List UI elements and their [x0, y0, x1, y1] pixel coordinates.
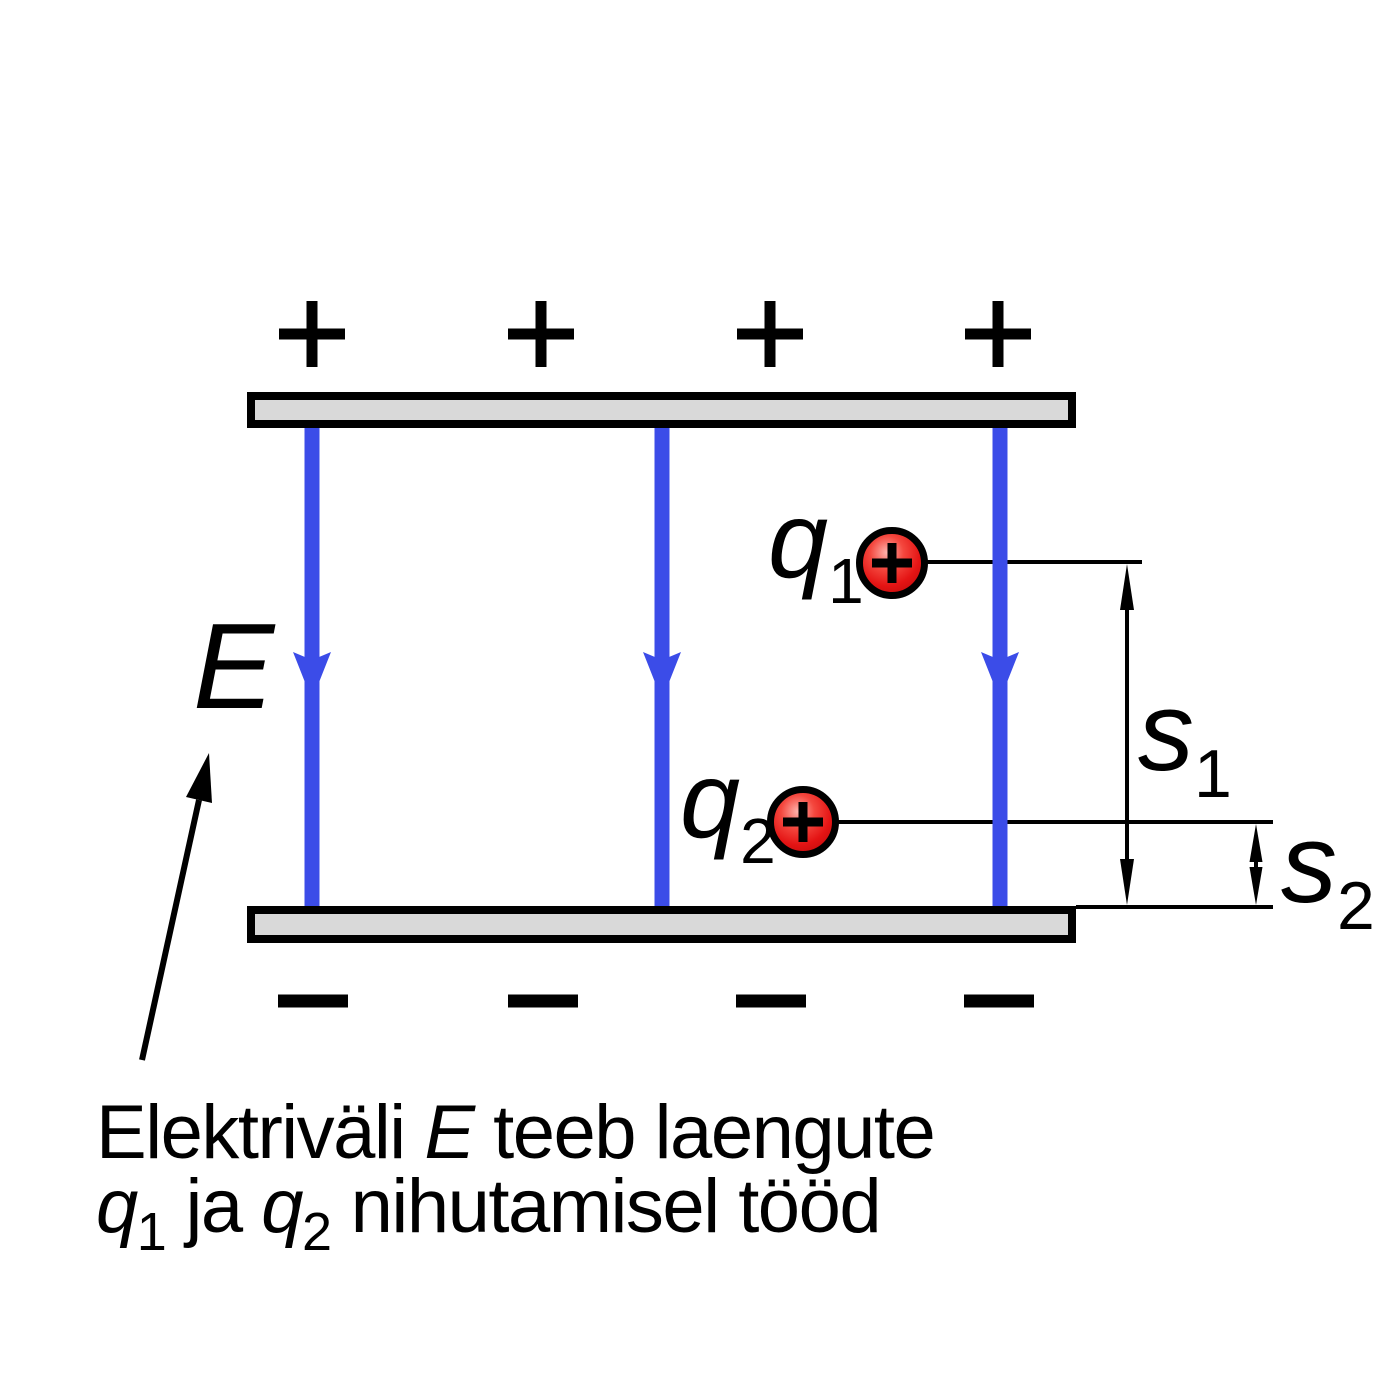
caption-text: teeb laengute	[474, 1090, 935, 1175]
distance2-label: s2	[1281, 801, 1375, 944]
charge-q2	[767, 786, 839, 858]
charge-plus-icon	[872, 543, 912, 583]
s1-dimension	[1120, 564, 1134, 905]
bottom-plate	[247, 906, 1076, 943]
field-arrowhead-icon	[643, 652, 681, 700]
caption-text: nihutamisel tööd	[331, 1164, 880, 1249]
distance2-label-main: s	[1281, 801, 1337, 926]
charge2-label: q2	[680, 739, 776, 877]
s2-dimension	[1249, 824, 1263, 905]
caption-q1-sub: 1	[137, 1202, 166, 1262]
charge-plus-icon	[783, 802, 823, 842]
charge2-label-main: q	[680, 739, 740, 860]
field-label: E	[193, 598, 276, 734]
distance1-label-sub: 1	[1194, 736, 1232, 812]
charge-q1	[856, 527, 928, 599]
plus-sign-icon	[965, 301, 1031, 367]
field-line	[293, 428, 331, 906]
distance1-label-main: s	[1138, 669, 1194, 794]
field-line	[981, 428, 1019, 906]
caption-q1-italic: q	[96, 1164, 138, 1249]
caption-text: ja	[166, 1164, 261, 1249]
field-line	[643, 428, 681, 906]
charge2-label-sub: 2	[740, 805, 776, 877]
top-plate	[247, 392, 1076, 428]
caption-e-italic: E	[424, 1090, 476, 1175]
charge1-label-sub: 1	[828, 545, 864, 617]
dimension-arrow-icon	[1249, 824, 1263, 862]
distance2-label-sub: 2	[1337, 868, 1375, 944]
caption-line-2: q1 ja q2 nihutamisel tööd	[96, 1164, 880, 1262]
plus-sign-icon	[508, 301, 574, 367]
field-arrowhead-icon	[981, 652, 1019, 700]
pointer-shaft	[139, 799, 202, 1061]
caption-q2-italic: q	[261, 1164, 303, 1249]
field-arrowhead-icon	[293, 652, 331, 700]
caption-q2-sub: 2	[302, 1202, 331, 1262]
field-label-main: E	[193, 598, 276, 734]
caption-text: Elektriväli	[96, 1090, 424, 1175]
dimension-arrow-icon	[1120, 564, 1134, 610]
dimension-arrow-icon	[1249, 867, 1263, 905]
plus-sign-icon	[737, 301, 803, 367]
caption-line-1: Elektriväli E teeb laengute	[96, 1090, 934, 1175]
distance1-label: s1	[1138, 669, 1232, 812]
dimension-arrow-icon	[1120, 859, 1134, 905]
plus-sign-icon	[279, 301, 345, 367]
pointer-arrowhead-icon	[186, 753, 212, 803]
field-pointer-arrow	[139, 753, 212, 1061]
charge1-label-main: q	[768, 479, 828, 600]
charge1-label: q1	[768, 479, 864, 617]
